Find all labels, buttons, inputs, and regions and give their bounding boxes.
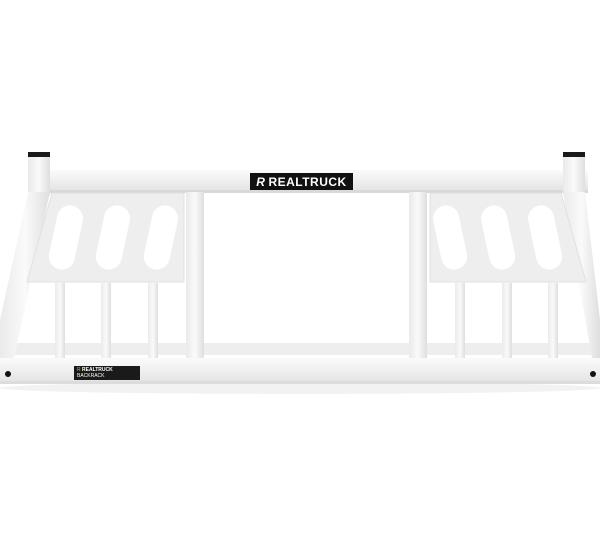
- bolt-hole-right: [590, 371, 596, 377]
- center-post-right: [409, 192, 427, 358]
- logo-text: REALTRUCK: [268, 174, 347, 189]
- realtruck-logo-badge: R REALTRUCK: [250, 173, 353, 190]
- product-label-sticker: R REALTRUCK BACKRACK: [74, 366, 140, 380]
- label-subtext: BACKRACK: [77, 373, 105, 379]
- floor-shadow: [0, 382, 600, 394]
- center-post-left: [186, 192, 204, 358]
- right-cutout-panel: [429, 192, 587, 358]
- left-corner-post: [0, 152, 50, 358]
- realtruck-r-mark-icon: R: [256, 174, 266, 189]
- left-cutout-panel: [26, 192, 185, 358]
- bolt-hole-left: [5, 371, 11, 377]
- label-brand: REALTRUCK: [82, 367, 113, 373]
- label-r-mark-icon: R: [77, 367, 81, 373]
- post-cap-left: [28, 152, 50, 157]
- post-cap-right: [563, 152, 585, 157]
